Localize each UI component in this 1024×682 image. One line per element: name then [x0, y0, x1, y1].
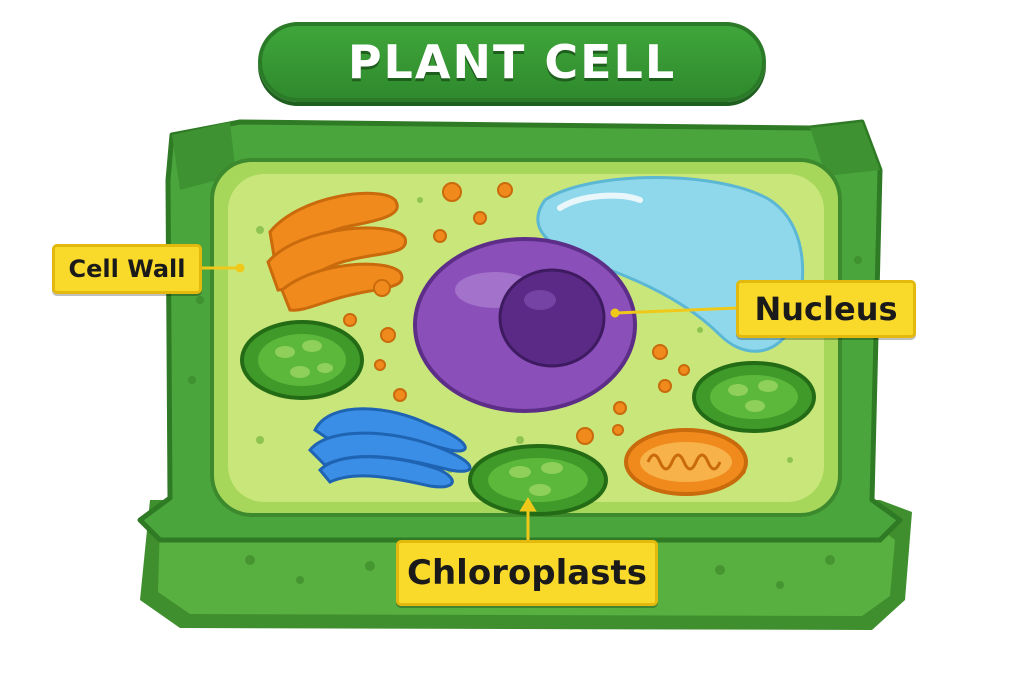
chloroplast-left	[240, 320, 364, 400]
nucleus	[413, 237, 637, 413]
diagram-title: PLANT CELL	[347, 35, 677, 89]
golgi-blue	[307, 407, 472, 489]
label-nucleus: Nucleus	[736, 280, 916, 338]
label-chloroplasts: Chloroplasts	[396, 540, 658, 606]
golgi-orange	[266, 191, 407, 312]
chloroplast-right	[692, 361, 816, 433]
chloroplast-bottom	[468, 444, 608, 516]
label-cell-wall: Cell Wall	[52, 244, 202, 294]
vacuole-highlight	[557, 192, 643, 211]
nucleolus	[498, 268, 606, 368]
vesicles	[343, 182, 746, 476]
title-banner: PLANT CELL	[258, 22, 766, 102]
leader-lines	[202, 263, 739, 540]
mitochondrion	[624, 428, 748, 496]
